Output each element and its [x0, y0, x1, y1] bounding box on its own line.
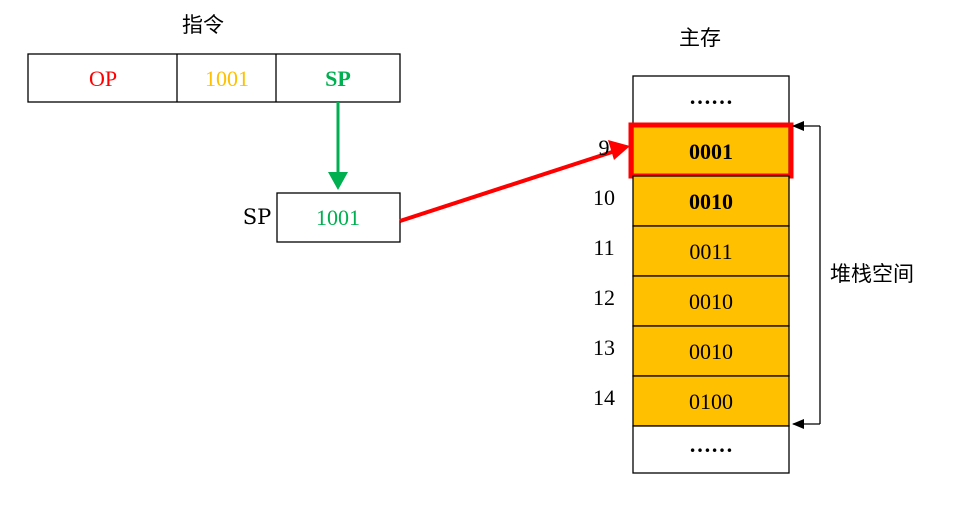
- memory-address-label: 14: [593, 385, 615, 410]
- instruction-register: OP 1001 SP: [27, 53, 401, 103]
- memory-address-label: 9: [599, 135, 610, 160]
- memory-bottom-ellipsis: ……: [689, 432, 733, 457]
- memory-cell: [632, 175, 790, 227]
- green-arrowhead: [328, 172, 348, 190]
- memory-top-ellipsis: ……: [689, 84, 733, 109]
- instruction-address-field: 1001: [205, 66, 249, 91]
- memory-address-label: 12: [593, 285, 615, 310]
- red-pointer-arrow: [399, 150, 613, 223]
- memory-title: 主存: [679, 26, 721, 50]
- memory-top-ellipsis-cell: [632, 75, 790, 127]
- sp-register-box: [276, 192, 401, 243]
- memory-bottom-ellipsis-cell: [632, 425, 790, 474]
- sp-register-label: SP: [243, 205, 272, 229]
- memory-cell-value: 0010: [689, 189, 733, 214]
- memory-cell-value: 0011: [689, 239, 732, 264]
- memory-column: …… 0001 9 0010 10 0011 11 0010 12 0010 13 0100 14 ……: [593, 75, 794, 474]
- memory-cell: [632, 375, 790, 427]
- red-arrowhead: [608, 140, 630, 160]
- sp-register-value: 1001: [316, 205, 360, 230]
- instruction-sp-field: SP: [325, 66, 351, 91]
- stack-space-label: 堆栈空间: [830, 262, 914, 286]
- instruction-op-field: OP: [89, 66, 117, 91]
- memory-address-label: 13: [593, 335, 615, 360]
- memory-cell: [632, 275, 790, 327]
- memory-address-label: 10: [593, 185, 615, 210]
- instruction-title: 指令: [182, 13, 224, 37]
- memory-cell-value: 0001: [689, 139, 733, 164]
- memory-cell-value: 0100: [689, 389, 733, 414]
- memory-address-label: 11: [593, 235, 614, 260]
- memory-cell-value: 0010: [689, 339, 733, 364]
- memory-cell-value: 0010: [689, 289, 733, 314]
